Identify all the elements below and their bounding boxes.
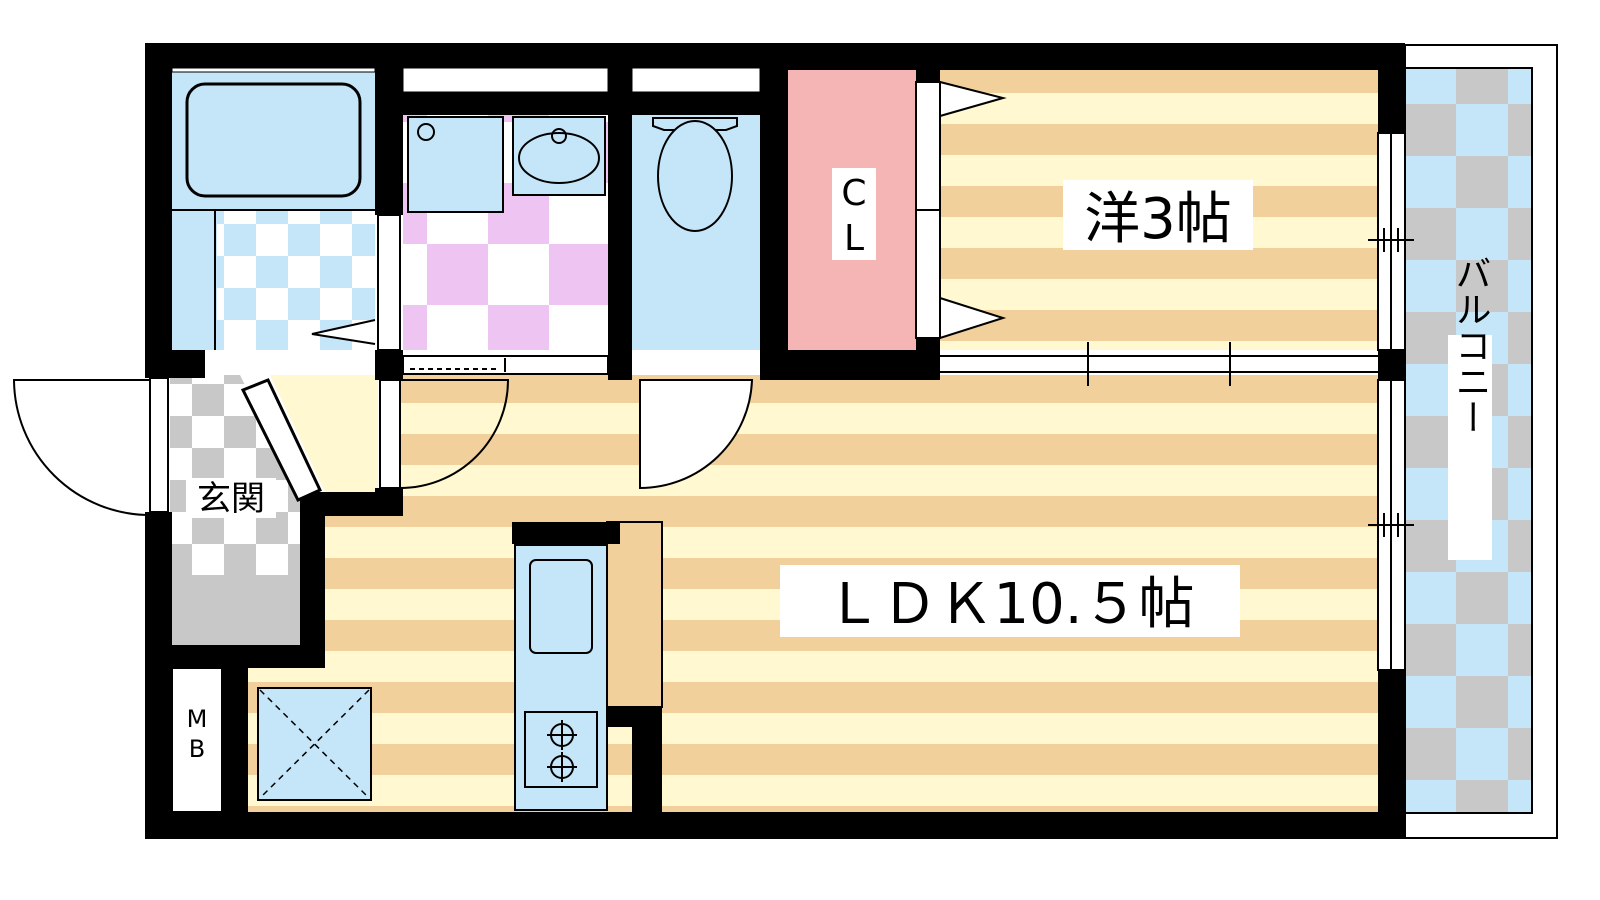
partition-window-2 xyxy=(631,67,761,93)
toilet-door[interactable] xyxy=(639,379,754,490)
entrance-label: 玄関 xyxy=(197,479,265,519)
ldk-label-bg xyxy=(780,565,1240,637)
entrance-label-bg xyxy=(186,478,276,518)
western-room-label-bg xyxy=(1063,180,1253,250)
entrance-inner-door[interactable] xyxy=(240,378,323,502)
closet-door-lower[interactable] xyxy=(939,296,1007,340)
hall-door[interactable] xyxy=(379,379,510,489)
sliding-door[interactable] xyxy=(940,342,1378,386)
meter-box-label-1: M xyxy=(187,705,208,733)
entrance-door[interactable] xyxy=(12,377,169,516)
closet-label-bg xyxy=(832,168,876,260)
meter-box-label-2: B xyxy=(189,735,205,763)
balcony-label-bg xyxy=(1448,335,1492,560)
stove-burner-icon xyxy=(547,720,577,782)
entrance-step xyxy=(170,575,300,645)
bath-window xyxy=(171,67,376,73)
hall-floor xyxy=(270,375,378,492)
partition-window-1 xyxy=(402,67,609,93)
washer-pan-icon xyxy=(407,116,504,213)
western-room-label: 洋3帖 xyxy=(1084,187,1232,252)
closet-label-1: C xyxy=(841,173,866,214)
sink-icon xyxy=(529,559,593,654)
bathroom-door[interactable] xyxy=(377,214,401,351)
balcony-label: バルコニー xyxy=(1450,255,1491,435)
ldk-label: ＬＤＫ10.５帖 xyxy=(825,572,1194,637)
washbasin-icon xyxy=(518,132,600,184)
closet-label-2: L xyxy=(844,218,864,259)
closet-door-upper[interactable] xyxy=(939,80,1007,118)
toilet-icon xyxy=(657,120,733,232)
walls xyxy=(145,43,1405,839)
bathroom-door-swing xyxy=(311,319,376,345)
bathtub-icon xyxy=(185,82,362,198)
washer-drain-icon xyxy=(417,123,435,141)
kitchen-side-counter xyxy=(606,521,663,708)
entrance-floor xyxy=(170,375,300,575)
meter-box xyxy=(171,667,223,813)
washroom-door[interactable] xyxy=(402,355,609,375)
fridge-cross xyxy=(259,689,370,799)
faucet-icon xyxy=(551,128,567,144)
